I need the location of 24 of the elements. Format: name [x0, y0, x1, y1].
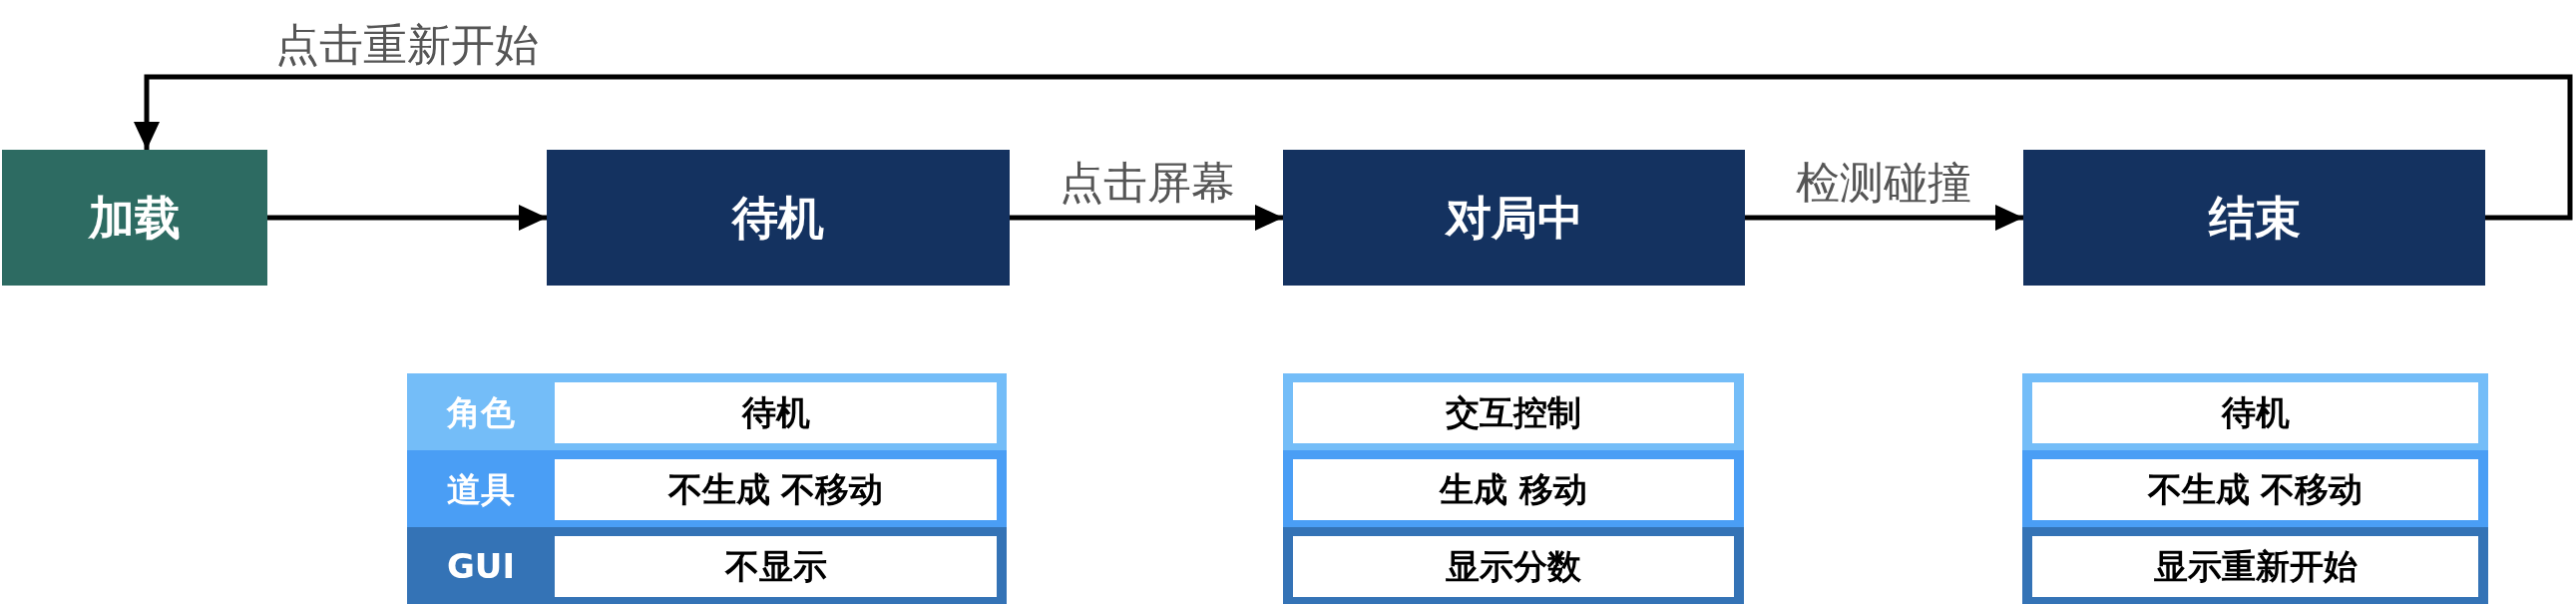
row-header: 道具	[447, 469, 515, 510]
table-cell: 生成 移动	[1293, 459, 1734, 520]
arrow	[1745, 205, 2023, 231]
table-cell: 不显示	[555, 536, 997, 597]
row-header: 角色	[447, 392, 515, 433]
state-label: 加载	[89, 191, 181, 245]
state-box	[547, 150, 1010, 286]
arrow	[267, 205, 547, 231]
state-box	[2023, 150, 2485, 286]
table-cell: 不生成 不移动	[2032, 459, 2478, 520]
arrow	[134, 74, 2573, 221]
table-cell: 不生成 不移动	[555, 459, 997, 520]
table-cell: 待机	[555, 382, 997, 443]
state-label: 对局中	[1445, 191, 1583, 245]
table-cell: 显示分数	[1293, 536, 1734, 597]
table-cell: 待机	[2032, 382, 2478, 443]
state-box	[1283, 150, 1745, 286]
arrow	[1010, 205, 1283, 231]
table-cell: 显示重新开始	[2032, 536, 2478, 597]
state-label: 结束	[2208, 191, 2301, 245]
row-header: GUI	[446, 546, 516, 587]
table-cell: 交互控制	[1293, 382, 1734, 443]
state-box	[2, 150, 267, 286]
state-label: 待机	[732, 191, 824, 245]
